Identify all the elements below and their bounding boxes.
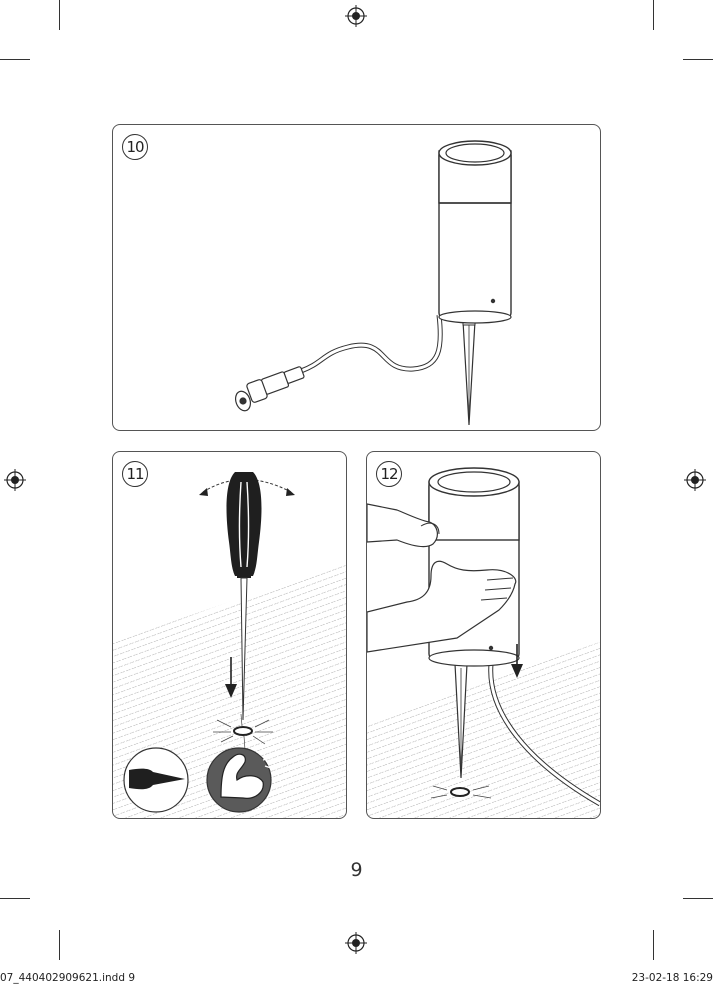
screwdriver-pilot-hole-illustration: [113, 452, 346, 818]
registration-mark-left-icon: [4, 469, 26, 491]
step-11-panel: 11: [112, 451, 347, 819]
crop-mark-bottom-right-v: [653, 930, 654, 960]
crop-mark-bottom-left-v: [59, 930, 60, 960]
crop-mark-top-left-h: [0, 59, 30, 60]
cable-connector-icon: [233, 366, 305, 413]
step-number-badge: 10: [122, 134, 148, 160]
page-number: 9: [0, 859, 713, 881]
step-number-badge: 11: [122, 461, 148, 487]
registration-mark-top-icon: [345, 5, 367, 27]
registration-mark-bottom-icon: [345, 932, 367, 954]
crop-mark-top-right-h: [683, 59, 713, 60]
spotlight-with-cable-illustration: [113, 125, 600, 430]
step-10-panel: 10: [112, 124, 601, 431]
screwdriver-handle-icon: [227, 472, 262, 576]
crop-mark-bottom-left-h: [0, 898, 30, 899]
print-slug-file-info: 07_440402909621.indd 9: [0, 972, 135, 984]
step-12-panel: 12: [366, 451, 601, 819]
insert-spotlight-illustration: [367, 452, 600, 818]
registration-mark-right-icon: [684, 469, 706, 491]
crop-mark-bottom-right-h: [683, 898, 713, 899]
step-number-badge: 12: [376, 461, 402, 487]
crop-mark-top-right-v: [653, 0, 654, 30]
crop-mark-top-left-v: [59, 0, 60, 30]
hand-top-icon: [367, 504, 437, 547]
print-slug-date-time: 23-02-18 16:29: [632, 972, 713, 984]
